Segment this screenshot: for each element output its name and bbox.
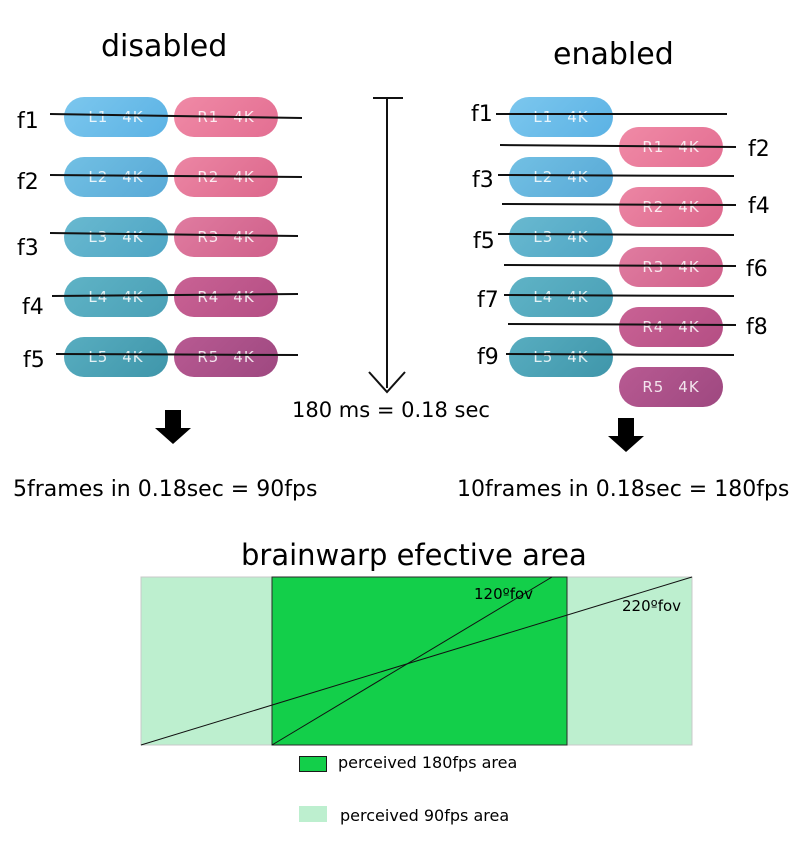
inner-fov-diagonal xyxy=(271,576,553,746)
legend-label-180fps: perceived 180fps area xyxy=(338,753,518,772)
outer-fov-diagonal xyxy=(140,576,693,746)
enabled-frame-line-f5 xyxy=(497,233,735,236)
enabled-frame-label-f8: f8 xyxy=(746,315,768,340)
enabled-frame-label-f3: f3 xyxy=(472,168,494,193)
frame-line-f5 xyxy=(55,353,299,356)
enabled-frame-label-f1: f1 xyxy=(471,102,493,127)
enabled-frame-line-f6 xyxy=(503,264,737,267)
legend-swatch-90fps xyxy=(299,806,327,822)
enabled-frame-line-f2 xyxy=(499,144,737,148)
timeline-label: 180 ms = 0.18 sec xyxy=(292,398,490,422)
frame-line-f3 xyxy=(49,232,299,237)
legend-label-90fps: perceived 90fps area xyxy=(340,806,510,825)
enabled-frame-label-f9: f9 xyxy=(477,345,499,370)
disabled-title: disabled xyxy=(101,29,228,64)
disabled-result: 5frames in 0.18sec = 90fps xyxy=(13,477,318,502)
enabled-frame-line-f4 xyxy=(501,203,737,206)
enabled-title: enabled xyxy=(553,37,674,72)
frame-label-f4: f4 xyxy=(22,295,44,320)
down-arrow-icon xyxy=(608,418,644,452)
enabled-frame-label-f7: f7 xyxy=(477,288,499,313)
enabled-frame-label-f2: f2 xyxy=(748,137,770,162)
legend-swatch-180fps xyxy=(299,756,327,772)
frame-label-f1: f1 xyxy=(17,109,39,134)
enabled-frame-line-f7 xyxy=(503,294,735,297)
enabled-frame-label-f6: f6 xyxy=(746,257,768,282)
frame-line-f1 xyxy=(49,113,303,119)
enabled-frame-line-f9 xyxy=(505,353,735,356)
enabled-result: 10frames in 0.18sec = 180fps xyxy=(457,477,790,502)
inner-fov-area xyxy=(271,576,568,746)
enabled-frame-line-f3 xyxy=(497,174,735,177)
frame-line-f4 xyxy=(51,293,299,297)
area-title: brainwarp efective area xyxy=(241,538,587,572)
outer-fov-label: 220ºfov xyxy=(622,597,682,615)
frame-label-f2: f2 xyxy=(17,170,39,195)
enabled-frame-label-f5: f5 xyxy=(473,229,495,254)
enabled-frame-line-f8 xyxy=(507,323,737,326)
frame-line-f2 xyxy=(49,174,303,178)
frame-label-f5: f5 xyxy=(23,348,45,373)
enabled-frame-label-f4: f4 xyxy=(748,194,770,219)
frame-label-f3: f3 xyxy=(17,236,39,261)
inner-fov-label: 120ºfov xyxy=(474,585,534,603)
down-arrow-icon xyxy=(155,410,191,444)
